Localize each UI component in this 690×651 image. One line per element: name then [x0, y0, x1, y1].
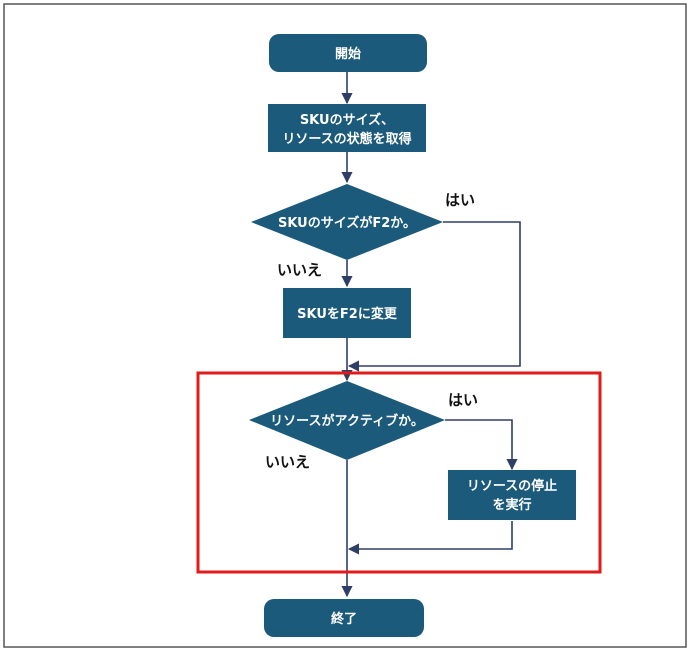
stop-label-line1: リソースの停止 [467, 478, 557, 494]
connector-decision-sku-yes [347, 221, 521, 372]
get-state-node: SKUのサイズ、 リソースの状態を取得 [268, 104, 426, 152]
decision-active-no-label: いいえ [265, 453, 310, 471]
decision-active-yes-label: はい [448, 391, 478, 409]
decision-sku-no-label: いいえ [277, 261, 322, 279]
connector-stop-to-merge [347, 521, 513, 555]
decision-active-label: リソースがアクティブか。 [270, 413, 424, 429]
decision-sku-label: SKUのサイズがF2か。 [278, 215, 416, 231]
end-label: 終了 [331, 611, 357, 627]
stop-label-line2: を実行 [492, 497, 531, 513]
start-label: 開始 [335, 46, 361, 62]
decision-active-node: リソースがアクティブか。 [249, 381, 445, 460]
decision-sku-node: SKUのサイズがF2か。 [251, 184, 443, 260]
get-state-label-line2: リソースの状態を取得 [282, 131, 411, 147]
change-sku-label: SKUをF2に変更 [297, 306, 398, 322]
start-node: 開始 [269, 34, 427, 72]
connector-decision-active-yes [445, 419, 518, 471]
get-state-label-line1: SKUのサイズ、 [300, 112, 394, 128]
outer-border [3, 3, 687, 648]
decision-sku-yes-label: はい [445, 191, 475, 209]
end-node: 終了 [264, 599, 424, 637]
highlight-frame [196, 371, 602, 574]
stop-resource-node: リソースの停止 を実行 [448, 470, 576, 520]
change-sku-node: SKUをF2に変更 [283, 288, 411, 338]
